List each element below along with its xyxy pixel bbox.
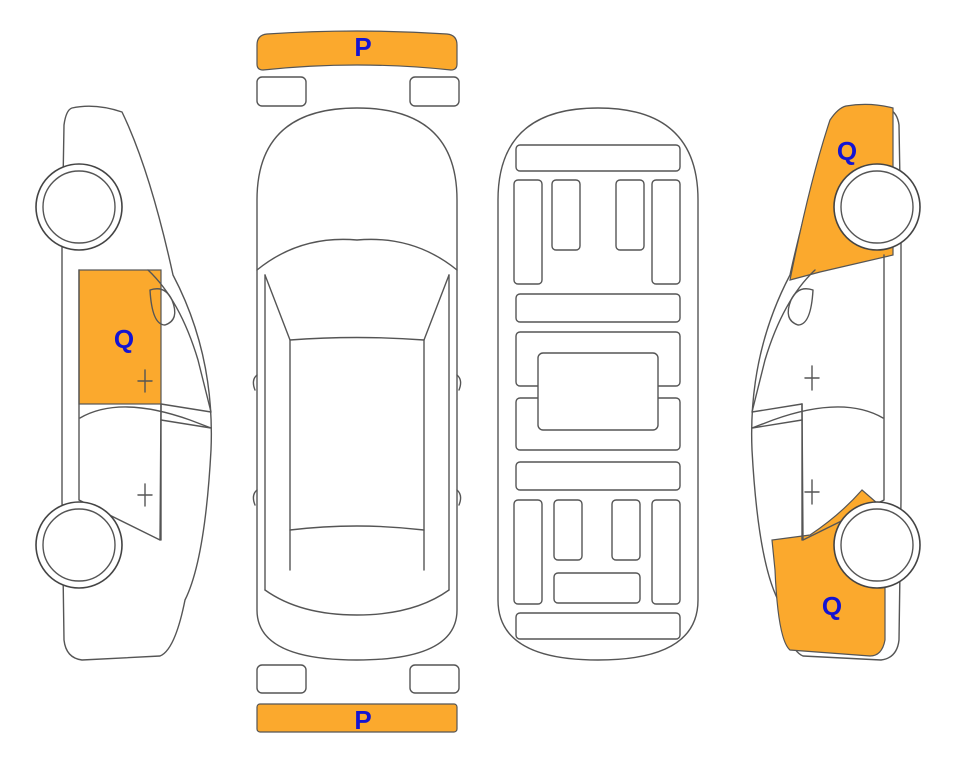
right-side-mirror	[787, 288, 814, 326]
left-side-view	[35, 105, 213, 661]
top-view-body	[256, 107, 458, 661]
left-front-wheel	[35, 163, 123, 251]
right-front-wheel	[833, 163, 921, 251]
right-rear-wheel	[833, 501, 921, 589]
right-side-view	[750, 103, 921, 661]
rear-right-tire	[409, 664, 460, 694]
left-side-mirror	[149, 288, 176, 326]
front-bumper-damage	[256, 30, 458, 71]
damage-labels: P P Q Q Q	[114, 32, 857, 735]
front-left-tire	[256, 76, 307, 107]
left-front-handle	[137, 369, 153, 393]
left-rear-wheel	[35, 501, 123, 589]
rear-left-tire	[256, 664, 307, 694]
right-front-code: Q	[837, 136, 857, 166]
top-view	[252, 30, 462, 733]
rear-bumper-damage	[256, 703, 458, 733]
front-right-tire	[409, 76, 460, 107]
left-rear-handle	[137, 483, 153, 507]
rear-bumper-code: P	[354, 705, 371, 735]
left-door-code: Q	[114, 324, 134, 354]
front-bumper-code: P	[354, 32, 371, 62]
right-rear-handle	[804, 479, 820, 505]
right-rear-code: Q	[822, 591, 842, 621]
right-front-handle	[804, 365, 820, 391]
underside-view	[497, 107, 699, 661]
